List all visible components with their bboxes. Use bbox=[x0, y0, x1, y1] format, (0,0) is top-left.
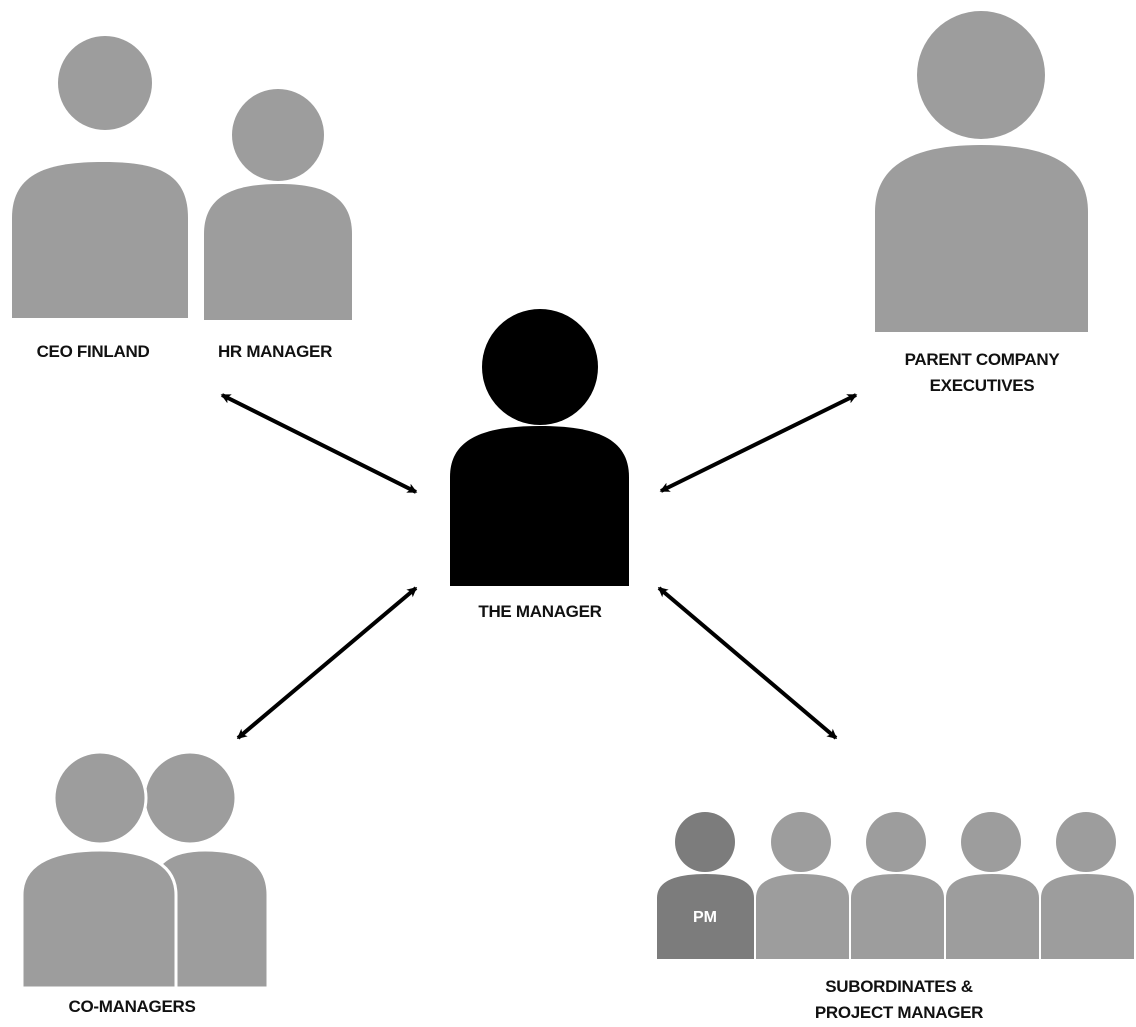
parent-company-label-line2: EXECUTIVES bbox=[930, 376, 1035, 395]
hr-label: HR MANAGER bbox=[218, 342, 332, 361]
subordinate-person-icon bbox=[849, 812, 946, 961]
hr-person-icon bbox=[204, 89, 352, 320]
ceo-label: CEO FINLAND bbox=[37, 342, 150, 361]
arrow-manager-to-ceo-hr bbox=[220, 393, 418, 494]
pm-badge: PM bbox=[693, 909, 717, 926]
manager-label: THE MANAGER bbox=[478, 602, 601, 621]
parent-company-label-line1: PARENT COMPANY bbox=[905, 350, 1061, 369]
subordinate-person-icon bbox=[754, 812, 851, 961]
arrow-manager-to-co-managers bbox=[236, 586, 418, 740]
subordinate-person-icon bbox=[944, 812, 1041, 961]
parent-executive-person-icon bbox=[875, 11, 1088, 332]
co-managers-person-icon bbox=[20, 750, 270, 990]
subordinates-group-icon: PM bbox=[655, 812, 1136, 961]
project-manager-person-icon bbox=[655, 812, 756, 961]
co-managers-label: CO-MANAGERS bbox=[68, 997, 195, 1016]
subordinates-label-line2: PROJECT MANAGER bbox=[815, 1003, 983, 1022]
subordinates-label-line1: SUBORDINATES & bbox=[825, 977, 973, 996]
ceo-person-icon bbox=[12, 36, 188, 318]
arrow-manager-to-parent-company bbox=[659, 393, 858, 493]
arrow-manager-to-subordinates bbox=[657, 586, 838, 740]
manager-person-icon bbox=[450, 309, 629, 586]
subordinate-person-icon bbox=[1039, 812, 1136, 961]
